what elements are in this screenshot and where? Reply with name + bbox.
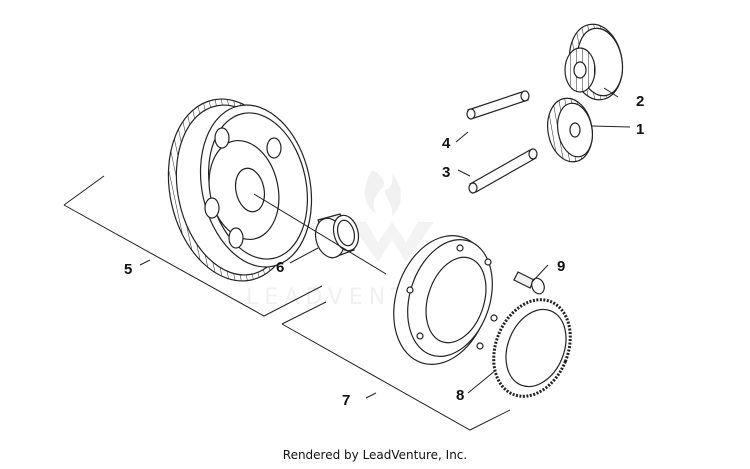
part-9-bolt: [513, 271, 545, 295]
callout-9: 9: [557, 258, 565, 275]
part-4-pin: [466, 90, 530, 120]
callout-4: 4: [442, 135, 451, 152]
callout-6: 6: [276, 259, 284, 276]
part-6-bearing: [314, 213, 360, 259]
part-8-sprag-ring: [492, 298, 572, 398]
bracket-lines: [63, 175, 511, 431]
leader-lines: [139, 87, 631, 399]
callout-1: 1: [636, 121, 644, 138]
part-7-clutch-housing: [393, 235, 498, 365]
callout-2: 2: [636, 93, 644, 110]
part-1-small-gear: [547, 97, 593, 163]
callout-8: 8: [456, 387, 464, 404]
part-5-large-gear: [167, 98, 313, 282]
footer-credit: Rendered by LeadVenture, Inc.: [282, 448, 468, 462]
part-3-pin: [468, 148, 538, 194]
callout-labels: 1 2 3 4 5 6 7 8 9: [124, 93, 644, 409]
callout-5: 5: [124, 261, 132, 278]
callout-7: 7: [342, 392, 350, 409]
callout-3: 3: [442, 164, 450, 181]
part-2-double-gear: [564, 23, 624, 101]
